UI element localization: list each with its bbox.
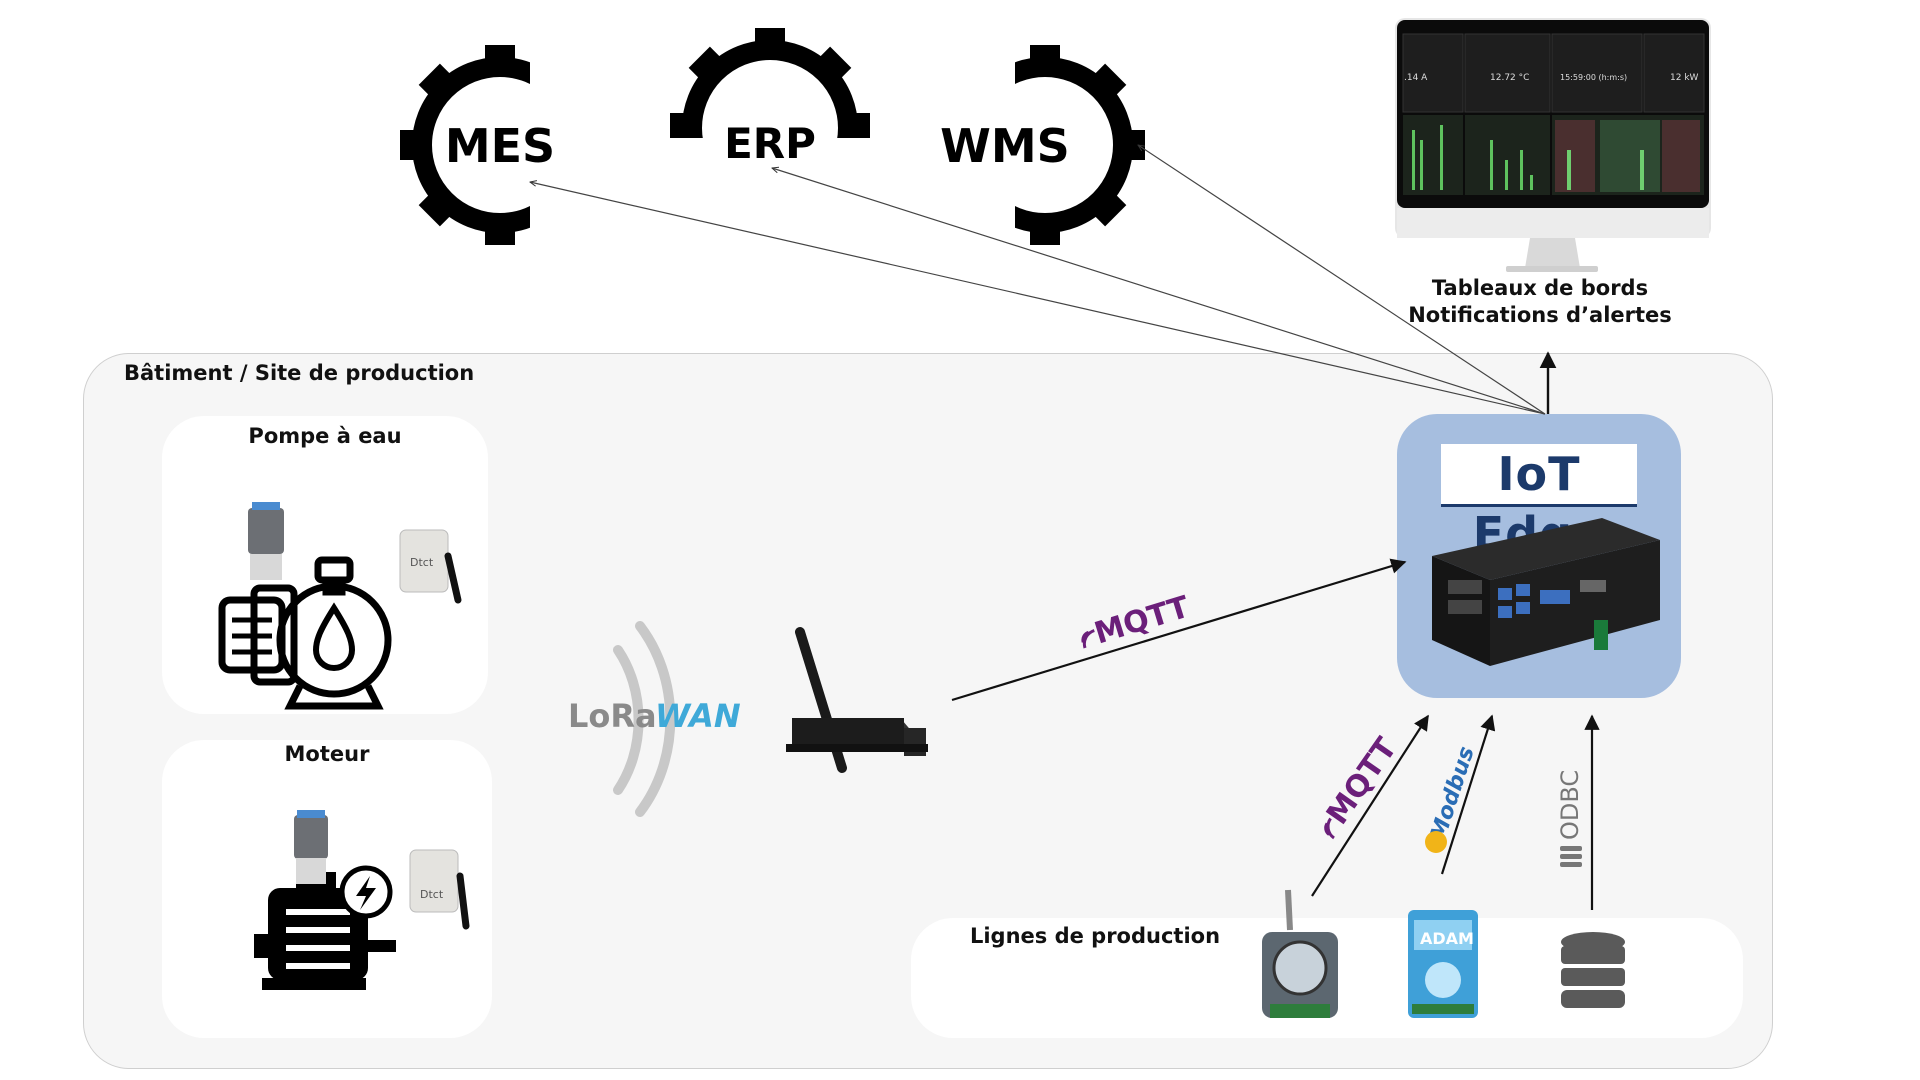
erp-gear: ERP	[660, 28, 880, 248]
mes-label: MES	[445, 119, 555, 173]
dashboard-monitor: .14 A 12.72 °C 15:59:00 (h:m:s) 12 kW	[1395, 18, 1711, 272]
motor-vibration-sensor-icon	[294, 810, 328, 884]
vibration-sensor-icon	[248, 502, 284, 580]
motor-title: Moteur	[284, 742, 370, 766]
dashboard-caption-line1: Tableaux de bords	[1431, 276, 1649, 300]
industrial-pc-icon	[1432, 518, 1660, 666]
lorawan-part2: WAN	[655, 697, 741, 735]
dash-tile-1: .14 A	[1404, 73, 1428, 83]
mqtt-icon	[1081, 629, 1095, 649]
arrow-to-wms	[1138, 145, 1546, 415]
arrow-gateway-to-iot	[951, 558, 1407, 702]
wireless-io-module-icon	[1262, 889, 1338, 1018]
arrow-adam-to-iot	[1440, 714, 1496, 875]
mqtt-gateway-logo: MQTT	[1081, 590, 1194, 652]
dashboard-caption-line2: Notifications d’alertes	[1408, 303, 1672, 327]
electric-motor-icon	[254, 865, 396, 990]
arrow-to-mes	[530, 182, 1546, 415]
motor-lora-module-icon: Dtct	[409, 849, 470, 930]
wms-label: WMS	[940, 119, 1070, 173]
dash-tile-4: 12 kW	[1670, 73, 1699, 83]
lorawan-part1: LoRa	[568, 697, 657, 735]
production-title: Lignes de production	[969, 924, 1221, 948]
dash-tile-3: 15:59:00 (h:m:s)	[1560, 73, 1627, 82]
mqtt-icon	[1324, 817, 1335, 840]
mes-gear: MES	[400, 45, 620, 245]
dash-tile-2: 12.72 °C	[1490, 73, 1529, 83]
wms-gear: WMS	[925, 45, 1145, 245]
lorawan-gateway-icon	[786, 627, 928, 773]
arrow-wireless-to-iot	[1311, 714, 1429, 897]
lora-module-icon: Dtct	[399, 529, 462, 604]
pump-sensor-brand: Dtct	[410, 556, 434, 569]
building-label: Bâtiment / Site de production	[124, 361, 475, 385]
odbc-label: ODBC	[1556, 770, 1584, 840]
modbus-logo: Modbus	[1426, 744, 1480, 844]
adam-label: ADAM	[1420, 929, 1474, 948]
dashboard-caption: Tableaux de bords Notifications d’alerte…	[1355, 275, 1725, 329]
odbc-logo: ODBC	[1556, 770, 1584, 840]
database-icon	[1561, 932, 1625, 1008]
arrow-to-erp	[772, 168, 1546, 415]
wireless-signal-icon	[613, 621, 676, 817]
water-pump-icon	[218, 556, 392, 710]
adam-io-module-icon: ADAM	[1408, 910, 1478, 1018]
pump-title: Pompe à eau	[248, 424, 402, 448]
dashboard-tiles	[1402, 33, 1705, 113]
motor-sensor-brand: Dtct	[420, 888, 444, 901]
modbus-flower-icon	[1425, 831, 1447, 853]
erp-label: ERP	[724, 119, 816, 168]
system-connections	[530, 145, 1546, 415]
dashboard-charts	[1403, 115, 1704, 195]
lorawan-logo: LoRa WAN	[568, 697, 741, 735]
modbus-label: Modbus	[1426, 744, 1480, 844]
odbc-db-icon	[1560, 846, 1582, 867]
